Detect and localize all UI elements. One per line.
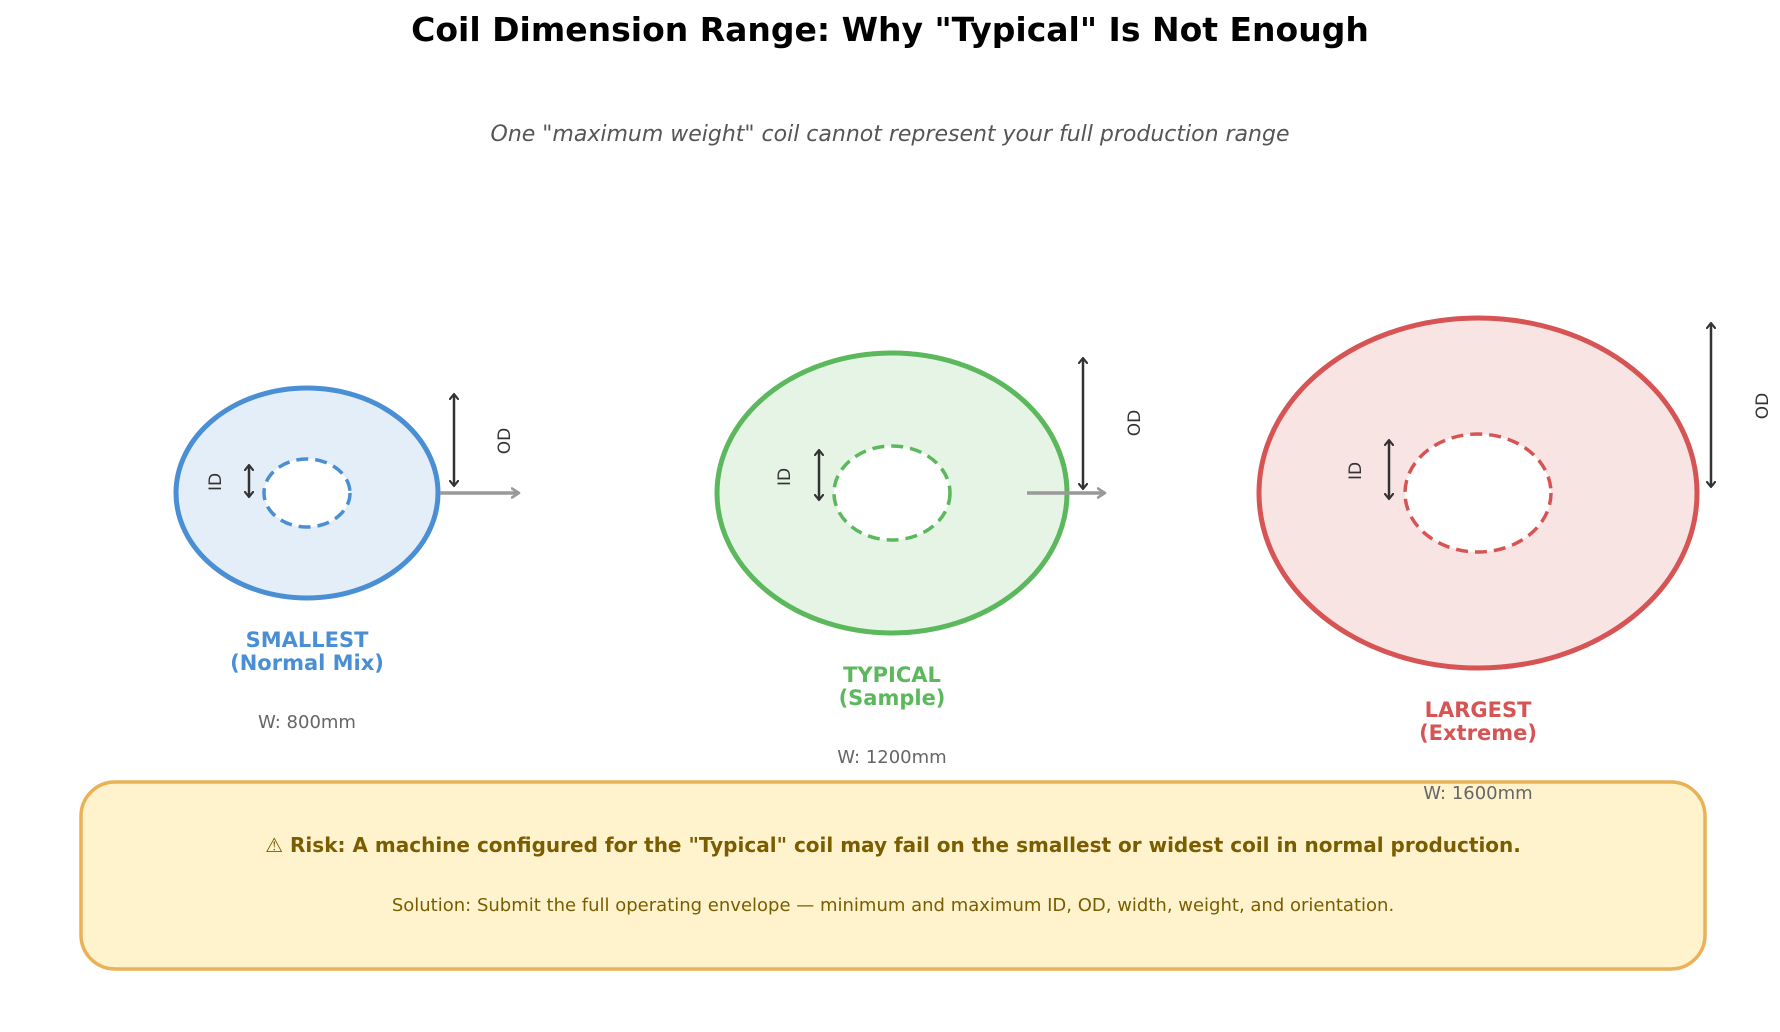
coil-largest: ID OD LARGEST (Extreme) xyxy=(1256,315,1773,745)
od-label: OD xyxy=(1753,393,1773,419)
solution-message: Solution: Submit the full operating enve… xyxy=(392,895,1394,916)
id-label: ID xyxy=(206,473,226,491)
coil-inner-bore xyxy=(262,457,352,529)
risk-message: ⚠ Risk: A machine configured for the "Ty… xyxy=(265,833,1521,857)
coil-width-largest: W: 1600mm xyxy=(1423,783,1532,804)
coil-inner-bore xyxy=(1403,432,1553,554)
coil-smallest: ID OD SMALLEST (Normal Mix) W: 800mm xyxy=(173,385,518,733)
risk-box xyxy=(79,780,1707,971)
coil-subname: (Extreme) xyxy=(1419,721,1537,745)
coil-name: LARGEST xyxy=(1425,698,1533,722)
coil-subname: (Sample) xyxy=(839,686,946,710)
coil-inner-bore xyxy=(832,444,952,542)
id-label: ID xyxy=(1346,462,1366,480)
od-label: OD xyxy=(1125,410,1145,436)
coil-width: W: 1200mm xyxy=(837,747,946,768)
coil-subname: (Normal Mix) xyxy=(230,651,384,675)
page-title: Coil Dimension Range: Why "Typical" Is N… xyxy=(411,10,1369,49)
page-subtitle: One "maximum weight" coil cannot represe… xyxy=(491,122,1290,147)
risk-text: Risk: A machine configured for the "Typi… xyxy=(290,833,1521,857)
warning-icon: ⚠ xyxy=(265,833,283,857)
od-label: OD xyxy=(495,428,515,454)
risk-callout: ⚠ Risk: A machine configured for the "Ty… xyxy=(79,780,1707,971)
coil-typical: ID OD TYPICAL (Sample) W: 1200mm xyxy=(714,350,1145,768)
coil-name: SMALLEST xyxy=(246,628,370,652)
id-label: ID xyxy=(775,468,795,486)
coil-name: TYPICAL xyxy=(843,663,941,687)
coil-width: W: 800mm xyxy=(258,712,356,733)
